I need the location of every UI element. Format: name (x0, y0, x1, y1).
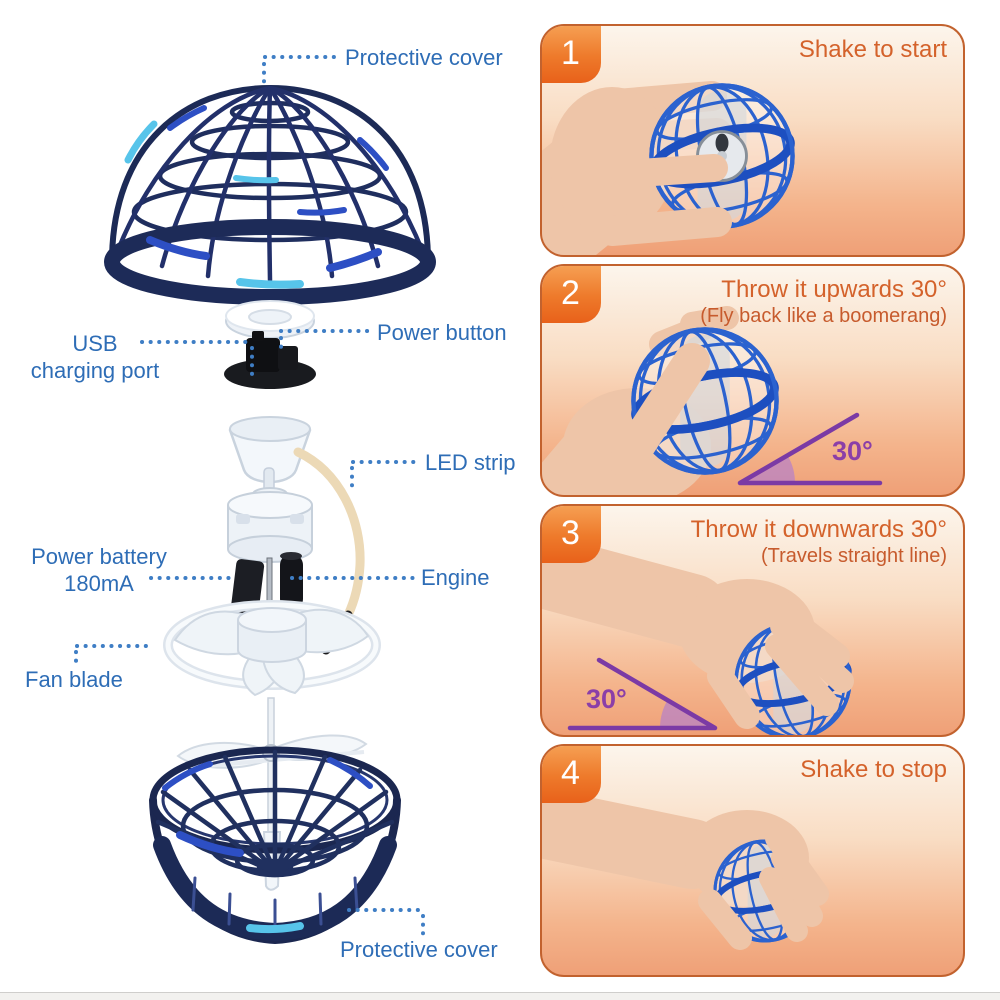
label-battery-line1: Power battery (31, 544, 167, 569)
fan-assembly-art (163, 600, 381, 697)
label-power-button: Power button (377, 320, 507, 345)
step-number-badge: 2 (542, 266, 601, 323)
step-title: Throw it upwards 30° (721, 276, 947, 303)
hand-ball-photo-4 (542, 787, 829, 975)
label-bottom-protective-cover: Protective cover (340, 937, 498, 962)
front-fingers-art (698, 826, 829, 950)
exploded-diagram-art (74, 55, 436, 945)
top-cover-art (104, 84, 436, 305)
hand-ball-photo-2 (542, 306, 883, 495)
palm-art (550, 87, 674, 235)
front-fingers-art (707, 593, 854, 729)
step-title: Shake to start (798, 36, 947, 63)
step-subtitle: (Travels straight line) (761, 545, 947, 567)
bottom-border-strip (0, 992, 1000, 1000)
label-top-protective-cover: Protective cover (345, 45, 503, 70)
bottom-cover-art (149, 746, 401, 945)
usb-module-art (224, 331, 316, 389)
step-title: Throw it downwards 30° (690, 516, 947, 543)
hand-art (542, 532, 729, 648)
angle-diagram (567, 657, 718, 731)
label-fan-blade: Fan blade (25, 667, 123, 692)
label-engine: Engine (421, 565, 490, 590)
step-panel-1: 1 Shake to start (540, 24, 965, 257)
step-number-badge: 1 (542, 26, 601, 83)
power-button-art (225, 300, 315, 339)
motor-assembly-art (227, 487, 313, 563)
thumb-art (609, 343, 710, 479)
step-number-badge: 3 (542, 506, 601, 563)
exploded-diagram: Protective cover Power button USB chargi… (18, 45, 516, 962)
step-panel-2: 2 Throw it upwards 30° (Fly back like a … (540, 264, 965, 497)
hand-art (542, 787, 727, 889)
step-subtitle: (Fly back like a boomerang) (700, 305, 947, 327)
label-power-battery: Power battery 180mA (18, 543, 180, 597)
label-usb-charging-port: USB charging port (20, 330, 170, 384)
step-title: Shake to stop (800, 756, 947, 783)
step-panel-4: 4 Shake to stop (540, 744, 965, 977)
label-led-strip: LED strip (425, 450, 516, 475)
step-panel-3: 3 Throw it downwards 30° (Travels straig… (540, 504, 965, 737)
label-battery-line2: 180mA (64, 571, 134, 596)
hand-ball-photo-1 (542, 26, 963, 255)
label-usb-line2: charging port (30, 358, 160, 383)
hand-ball-photo-3 (542, 532, 963, 735)
label-usb-line1: USB (72, 331, 118, 356)
step-number-badge: 4 (542, 746, 601, 803)
angle-30-label: 30° (832, 436, 873, 466)
angle-30-label: 30° (586, 684, 627, 714)
front-fingers-art (597, 154, 732, 246)
leader-lines (74, 55, 425, 937)
angle-diagram (737, 412, 883, 486)
